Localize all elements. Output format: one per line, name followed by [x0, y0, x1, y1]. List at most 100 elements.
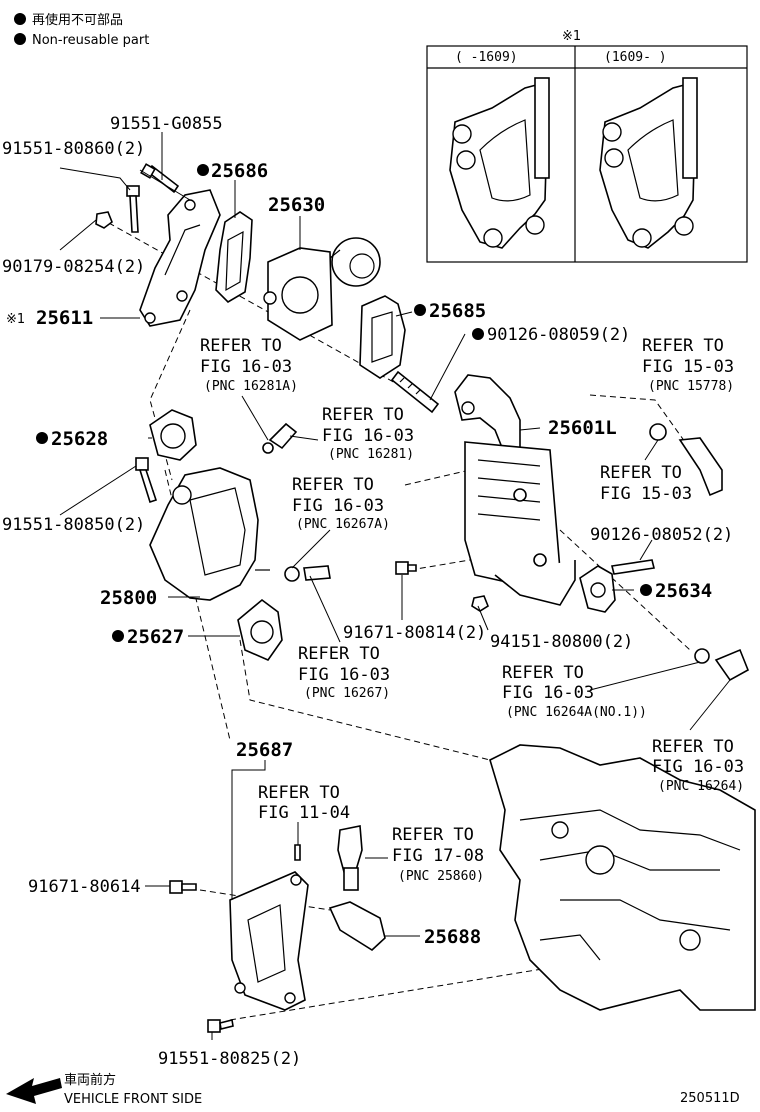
label-25685: 25685: [429, 300, 486, 322]
bolt-91551-80850: [135, 457, 158, 504]
ref-15-03-a-line1: REFER TO: [642, 336, 724, 356]
ref-16-03-c-line3: (PNC 16267A): [296, 517, 390, 532]
ref-16-03-f-line2: FIG 16-03: [652, 757, 744, 777]
nonreusable-dot-icon: [197, 164, 209, 176]
label-25611-mark: ※1: [6, 312, 25, 327]
label-90126-08059: 90126-08059(2): [487, 325, 630, 345]
label-25686: 25686: [211, 160, 268, 182]
label-90179-08254: 90179-08254(2): [2, 257, 145, 277]
nonreusable-dot-icon: [36, 432, 48, 444]
footer: 車両前方 VEHICLE FRONT SIDE 250511D: [6, 1072, 740, 1107]
label-91551-G0855: 91551-G0855: [110, 114, 223, 134]
ref-16-03-f-line3: (PNC 16264): [658, 779, 744, 794]
hose-clamp-right-upper: [649, 423, 723, 497]
hose-ref-16281: [262, 422, 298, 454]
ref-16-03-c-line2: FIG 16-03: [292, 496, 384, 516]
ref-16-03-a-line1: REFER TO: [200, 336, 282, 356]
label-91551-80850: 91551-80850(2): [2, 515, 145, 535]
ref-11-04-line2: FIG 11-04: [258, 803, 350, 823]
label-25601L: 25601L: [548, 417, 617, 439]
sensor-ref-17-08: [294, 825, 363, 891]
legend-nonreusable-en: Non-reusable part: [32, 33, 149, 48]
ref-16-03-a-line2: FIG 16-03: [200, 357, 292, 377]
gasket-25685: [359, 295, 406, 379]
direction-en: VEHICLE FRONT SIDE: [64, 1092, 202, 1107]
label-91671-80814: 91671-80814(2): [343, 623, 486, 643]
ref-16-03-d-line1: REFER TO: [298, 644, 380, 664]
part-25611-flange: [139, 189, 221, 327]
legend: 再使用不可部品 Non-reusable part: [14, 12, 149, 48]
gasket-25634: [579, 565, 616, 613]
ref-17-08-line3: (PNC 25860): [398, 869, 484, 884]
inset-flange-new: [599, 77, 698, 249]
label-25627: 25627: [127, 626, 184, 648]
nonreusable-dot-icon: [472, 328, 484, 340]
label-25688: 25688: [424, 926, 481, 948]
leader-lines: [59, 132, 731, 1040]
ref-16-03-d-line3: (PNC 16267): [304, 686, 390, 701]
legend-nonreusable-jp: 再使用不可部品: [32, 12, 123, 28]
ref-16-03-b-line2: FIG 16-03: [322, 426, 414, 446]
label-91671-80614: 91671-80614: [28, 877, 141, 897]
bracket-25687: [229, 871, 309, 1011]
stud-90126-08059: [390, 370, 440, 414]
bolt-91551-G0855: [140, 163, 180, 194]
nut-90179-08254: [95, 211, 113, 229]
ref-16-03-b-line1: REFER TO: [322, 405, 404, 425]
gasket-25628: [149, 409, 197, 461]
front-arrow-icon: [6, 1078, 62, 1104]
engine-block: [489, 744, 756, 1011]
label-25687: 25687: [236, 739, 293, 761]
nonreusable-dot-icon: [414, 304, 426, 316]
bolt-91551-80825: [207, 1019, 234, 1033]
inset-right-header: (1609- ): [604, 50, 667, 65]
nonreusable-dot-icon: [14, 13, 26, 25]
ref-11-04-line1: REFER TO: [258, 783, 340, 803]
ref-16-03-e-line2: FIG 16-03: [502, 683, 594, 703]
ref-15-03-a-line3: (PNC 15778): [648, 379, 734, 394]
nut-94151-80800: [471, 595, 489, 612]
ref-16-03-b-line3: (PNC 16281): [328, 447, 414, 462]
egr-cooler-25601L: [454, 374, 576, 606]
label-90126-08052: 90126-08052(2): [590, 525, 733, 545]
gasket-25686: [215, 211, 253, 304]
label-91551-80825: 91551-80825(2): [158, 1049, 301, 1069]
part-labels: 91551-G0855 91551-80860(2) 25686 25630 9…: [2, 114, 744, 1069]
label-91551-80860: 91551-80860(2): [2, 139, 145, 159]
bolt-91551-80860: [126, 185, 140, 233]
ref-15-03-b-line2: FIG 15-03: [600, 484, 692, 504]
illustration-code: 250511D: [680, 1091, 740, 1106]
label-25630: 25630: [268, 194, 325, 216]
ref-17-08-line2: FIG 17-08: [392, 846, 484, 866]
cover-25800: [149, 467, 270, 601]
bracket-25688: [328, 901, 386, 952]
label-94151-80800: 94151-80800(2): [490, 632, 633, 652]
inset-box: ※1 ( -1609) (1609- ): [426, 29, 748, 263]
direction-jp: 車両前方: [64, 1072, 116, 1088]
nonreusable-dot-icon: [640, 584, 652, 596]
ref-16-03-f-line1: REFER TO: [652, 737, 734, 757]
ref-15-03-a-line2: FIG 15-03: [642, 357, 734, 377]
label-25800: 25800: [100, 587, 157, 609]
inset-mark: ※1: [562, 29, 581, 44]
hose-ref-16267: [284, 565, 331, 582]
ref-16-03-d-line2: FIG 16-03: [298, 665, 390, 685]
ref-16-03-a-line3: (PNC 16281A): [204, 379, 298, 394]
bolt-91671-80614: [169, 880, 197, 894]
nonreusable-dot-icon: [112, 630, 124, 642]
ref-16-03-c-line1: REFER TO: [292, 475, 374, 495]
nonreusable-dot-icon: [14, 33, 26, 45]
ref-16-03-e-line3: (PNC 16264A(NO.1)): [506, 705, 647, 720]
ref-15-03-b-line1: REFER TO: [600, 463, 682, 483]
bolt-91671-80814: [395, 561, 417, 575]
gasket-25627: [237, 598, 283, 661]
inset-flange-old: [449, 77, 550, 249]
egr-valve-25630: [263, 237, 381, 341]
ref-16-03-e-line1: REFER TO: [502, 663, 584, 683]
stud-90126-08052: [611, 559, 655, 575]
inset-left-header: ( -1609): [455, 50, 518, 65]
ref-17-08-line1: REFER TO: [392, 825, 474, 845]
hose-clamp-right-lower: [694, 648, 750, 682]
label-25611: 25611: [36, 307, 93, 329]
